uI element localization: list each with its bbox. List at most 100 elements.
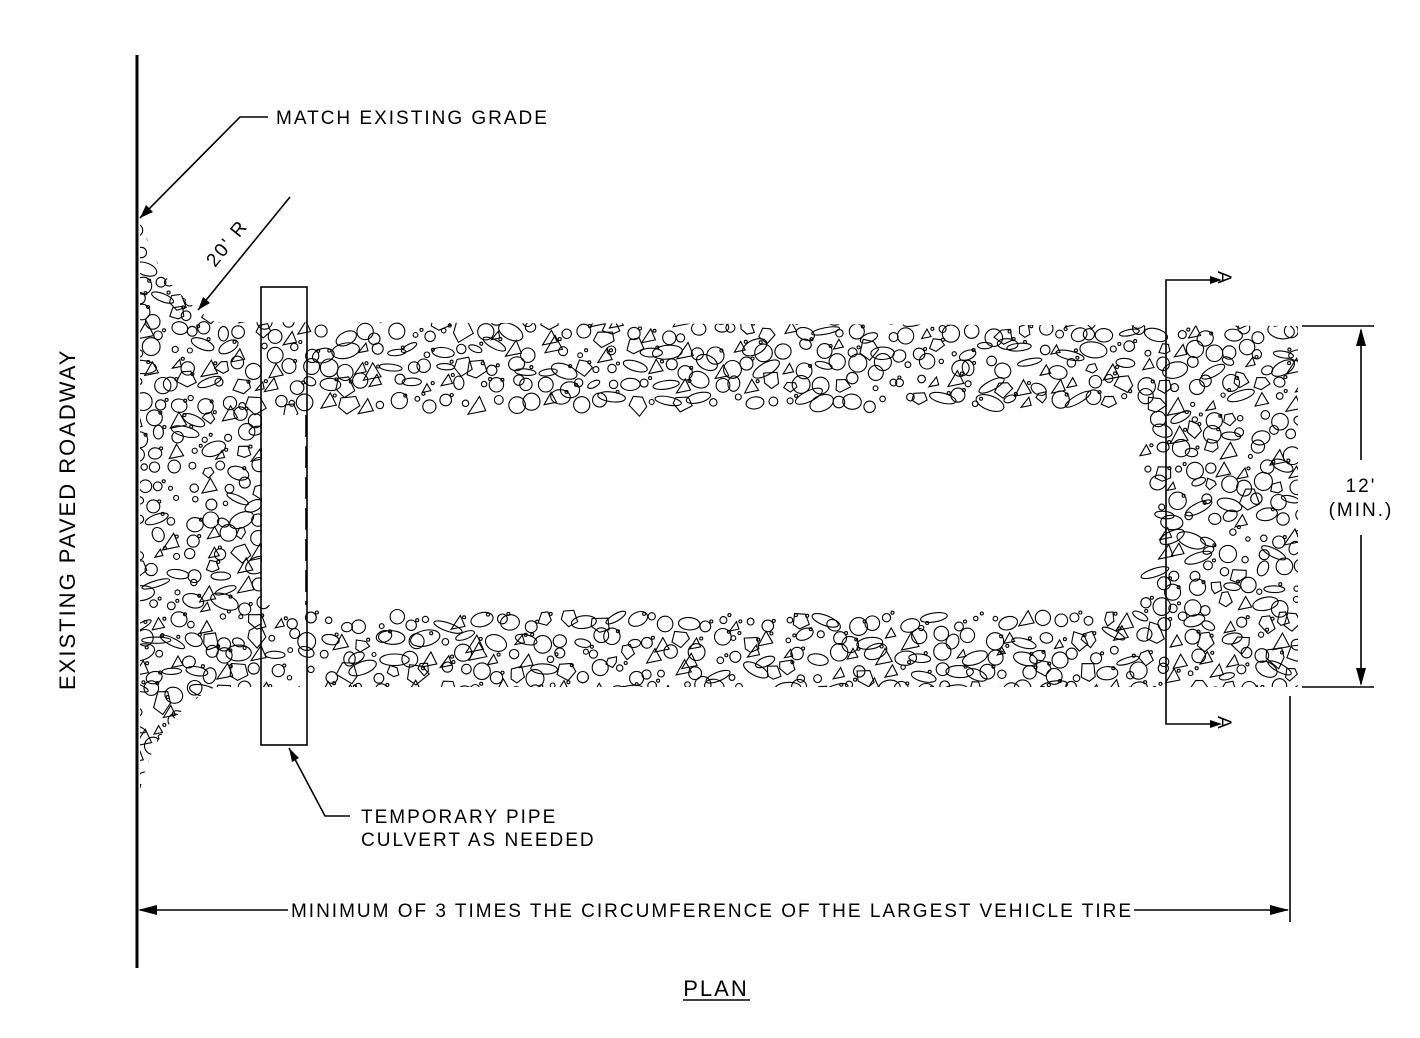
gravel-fine	[366, 637, 371, 642]
gravel-stone	[140, 320, 155, 340]
gravel-stone	[1066, 738, 1080, 752]
gravel-stone	[373, 751, 387, 766]
gravel-stone	[440, 747, 453, 759]
gravel-fine	[468, 686, 473, 691]
gravel-stone	[154, 244, 168, 257]
gravel-stone	[189, 483, 199, 493]
gravel-fine	[146, 304, 151, 310]
gravel-stone	[727, 751, 742, 766]
gravel-fine	[197, 593, 202, 598]
gravel-stone	[249, 644, 267, 662]
gravel-stone	[1275, 392, 1284, 400]
gravel-stone	[390, 720, 397, 727]
gravel-stone	[168, 293, 187, 311]
gravel-stone	[570, 615, 597, 630]
gravel-stone	[279, 780, 303, 790]
gravel-stone	[296, 320, 312, 335]
gravel-stone	[453, 238, 469, 255]
gravel-stone	[592, 221, 609, 239]
gravel-fine	[584, 348, 589, 353]
gravel-stone	[236, 575, 256, 594]
gravel-fine	[143, 291, 148, 296]
gravel-stone	[143, 736, 163, 755]
gravel-stone	[1253, 471, 1273, 491]
gravel-stone	[1222, 509, 1238, 522]
gravel-fine	[144, 645, 149, 650]
gravel-stone	[1255, 784, 1267, 790]
gravel-stone	[709, 398, 718, 407]
gravel-stone	[140, 495, 145, 505]
gravel-stone	[1218, 591, 1233, 608]
gravel-stone	[673, 718, 685, 731]
gravel-fine	[890, 221, 895, 226]
gravel-fine	[634, 682, 639, 687]
gravel-stone	[387, 215, 400, 225]
gravel-fine	[566, 229, 572, 235]
gravel-fine	[589, 644, 594, 649]
gravel-stone	[229, 511, 255, 530]
gravel-stone	[519, 377, 533, 392]
gravel-stone	[324, 616, 333, 625]
gravel-stone	[496, 677, 510, 691]
gravel-stone	[987, 649, 1004, 666]
gravel-fine	[248, 601, 253, 607]
gravel-fine	[1201, 698, 1206, 704]
gravel-stone	[1252, 749, 1270, 767]
gravel-fine	[887, 263, 892, 268]
gravel-stone	[267, 362, 285, 379]
gravel-stone	[1185, 291, 1201, 307]
gravel-stone	[222, 395, 238, 411]
gravel-stone	[1224, 287, 1237, 301]
gravel-stone	[1054, 288, 1070, 304]
gravel-stone	[1112, 764, 1131, 784]
gravel-stone	[355, 241, 368, 254]
gravel-stone	[1265, 296, 1282, 313]
gravel-stone	[952, 733, 969, 751]
gravel-fine	[430, 347, 435, 352]
gravel-stone	[728, 731, 744, 747]
gravel-fine	[1158, 307, 1163, 312]
gravel-stone	[713, 240, 724, 251]
gravel-fine	[157, 596, 162, 601]
gravel-stone	[729, 650, 742, 663]
gravel-stone	[742, 730, 756, 744]
gravel-fine	[350, 243, 355, 248]
gravel-stone	[1116, 655, 1140, 666]
gravel-fine	[180, 356, 185, 361]
gravel-stone	[1293, 585, 1298, 592]
gravel-stone	[509, 282, 519, 294]
gravel-stone	[1136, 627, 1153, 642]
gravel-fine	[825, 732, 830, 737]
gravel-stone	[533, 635, 553, 654]
gravel-stone	[929, 215, 955, 226]
gravel-stone	[1111, 215, 1134, 224]
gravel-stone	[140, 463, 148, 471]
gravel-stone	[166, 750, 183, 767]
gravel-fine	[176, 634, 181, 639]
gravel-stone	[415, 277, 432, 289]
gravel-fine	[1210, 244, 1215, 249]
gravel-stone	[741, 770, 755, 785]
gravel-stone	[881, 244, 900, 260]
gravel-fine	[905, 681, 910, 686]
gravel-stone	[460, 770, 469, 780]
gravel-fine	[1254, 354, 1259, 360]
gravel-stone	[161, 667, 183, 675]
gravel-stone	[1285, 357, 1298, 375]
gravel-stone	[1156, 576, 1172, 591]
gravel-stone	[215, 460, 226, 471]
gravel-stone	[140, 746, 145, 764]
gravel-stone	[598, 262, 608, 272]
gravel-stone	[222, 696, 239, 708]
gravel-stone	[495, 244, 503, 252]
gravel-stone	[1070, 277, 1089, 291]
gravel-stone	[226, 492, 250, 506]
gravel-stone	[699, 306, 709, 317]
gravel-stone	[631, 700, 647, 716]
gravel-stone	[815, 733, 827, 746]
gravel-fine	[1279, 650, 1285, 655]
gravel-stone	[1286, 644, 1298, 662]
gravel-stone	[421, 761, 439, 779]
gravel-fine	[209, 399, 214, 404]
gravel-fine	[756, 637, 761, 642]
